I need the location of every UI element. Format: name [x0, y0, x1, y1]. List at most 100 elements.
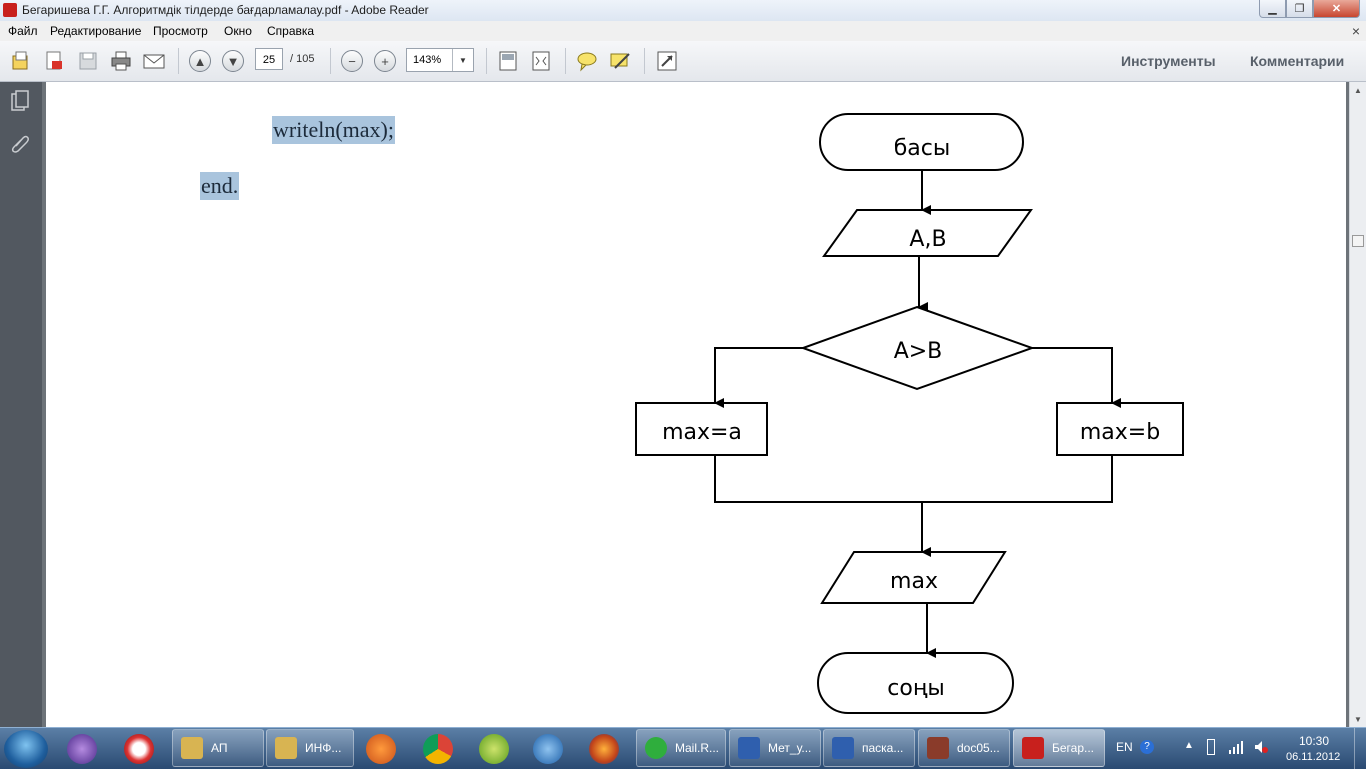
- comments-panel-button[interactable]: Комментарии: [1250, 53, 1345, 69]
- page-thumbnails-icon[interactable]: [10, 90, 30, 112]
- language-indicator[interactable]: EN: [1116, 740, 1133, 754]
- zoom-in-icon[interactable]: +: [373, 49, 397, 73]
- menu-window[interactable]: Окно: [224, 24, 252, 38]
- pdf-page: writeln(max); end.: [46, 82, 1346, 727]
- flowchart-output-block: [820, 551, 1007, 604]
- scroll-down-icon[interactable]: ▼: [1354, 714, 1362, 724]
- flowchart-arrow: [714, 347, 803, 408]
- zoom-out-icon[interactable]: −: [340, 49, 364, 73]
- fit-width-icon[interactable]: [529, 49, 553, 73]
- next-page-icon[interactable]: ▼: [221, 49, 245, 73]
- comment-icon[interactable]: [575, 49, 599, 73]
- toolbar: ▲ ▼ − +: [0, 41, 1366, 115]
- taskbar-item[interactable]: doc05...: [918, 729, 1010, 767]
- show-desktop-button[interactable]: [1354, 728, 1366, 769]
- save-icon[interactable]: [76, 49, 100, 73]
- taskbar-item-label: ИНФ...: [305, 741, 342, 755]
- battery-icon[interactable]: [1207, 739, 1215, 755]
- flowchart-input-label: A,B: [909, 227, 946, 252]
- firefox-icon[interactable]: [589, 734, 619, 764]
- tools-panel-button[interactable]: Инструменты: [1121, 53, 1216, 69]
- taskbar-item-label: doc05...: [957, 741, 1000, 755]
- flowchart-decision: [800, 305, 1035, 391]
- mail-agent-icon[interactable]: [533, 734, 563, 764]
- taskbar: АП ИНФ... Mail.R... Мет_у... паска... do…: [0, 727, 1366, 769]
- fit-page-icon[interactable]: [496, 49, 520, 73]
- create-pdf-icon[interactable]: [42, 49, 66, 73]
- flowchart-process-false: [1056, 402, 1184, 456]
- print-icon[interactable]: [109, 49, 133, 73]
- start-button[interactable]: [4, 730, 48, 768]
- flowchart: басы A,B A>B max=a max=b max соңы: [635, 113, 1184, 714]
- toolbar-separator: [330, 48, 331, 74]
- chrome-icon[interactable]: [423, 734, 453, 764]
- window-controls: ▁ ❐ ✕: [1259, 0, 1360, 18]
- mail-icon: [645, 737, 667, 759]
- antivirus-icon[interactable]: [124, 734, 154, 764]
- flowchart-condition-label: A>B: [894, 339, 943, 364]
- taskbar-item[interactable]: Мет_у...: [729, 729, 821, 767]
- network-icon[interactable]: [1228, 740, 1244, 754]
- taskbar-item-label: паска...: [862, 741, 904, 755]
- taskbar-item[interactable]: АП: [172, 729, 264, 767]
- scrollbar-thumb[interactable]: [1352, 235, 1364, 247]
- clock-time[interactable]: 10:30: [1299, 734, 1330, 748]
- full-screen-icon[interactable]: [655, 49, 679, 73]
- flowchart-process-true: [635, 402, 768, 456]
- app-icon[interactable]: [479, 734, 509, 764]
- close-document-icon[interactable]: ×: [1351, 23, 1360, 39]
- maximize-button[interactable]: ❐: [1286, 0, 1313, 18]
- flowchart-start-label: басы: [894, 136, 951, 161]
- scroll-up-icon[interactable]: ▲: [1354, 85, 1362, 95]
- chevron-down-icon[interactable]: ▼: [452, 49, 473, 71]
- flowchart-end-terminal: [817, 652, 1014, 714]
- toolbar-separator: [565, 48, 566, 74]
- toolbar-separator: [486, 48, 487, 74]
- flowchart-false-label: max=b: [1080, 420, 1160, 445]
- minimize-button[interactable]: ▁: [1259, 0, 1286, 18]
- zoom-select[interactable]: 143% ▼: [406, 48, 474, 72]
- folder-icon: [181, 737, 203, 759]
- orbit-browser-icon[interactable]: [67, 734, 97, 764]
- page-number-input[interactable]: 25: [255, 48, 283, 70]
- code-line-writeln: writeln(max);: [272, 116, 395, 144]
- page-total-label: / 105: [290, 53, 315, 65]
- menu-view[interactable]: Просмотр: [153, 24, 208, 38]
- navigation-pane: [0, 82, 42, 727]
- open-icon[interactable]: [9, 49, 33, 73]
- menu-edit[interactable]: Редактирование: [50, 24, 142, 38]
- clock-date[interactable]: 06.11.2012: [1286, 751, 1341, 763]
- help-icon[interactable]: ?: [1140, 740, 1154, 754]
- menu-file[interactable]: Файл: [8, 24, 38, 38]
- archive-icon: [927, 737, 949, 759]
- taskbar-item-label: Мет_у...: [768, 741, 812, 755]
- taskbar-item[interactable]: Mail.R...: [636, 729, 726, 767]
- taskbar-item-active[interactable]: Бегар...: [1013, 729, 1105, 767]
- close-button[interactable]: ✕: [1313, 0, 1360, 18]
- adobe-reader-icon: [3, 3, 17, 17]
- word-document-icon: [738, 737, 760, 759]
- word-document-icon: [832, 737, 854, 759]
- pdf-icon: [1022, 737, 1044, 759]
- zoom-value: 143%: [413, 54, 442, 66]
- flowchart-true-label: max=a: [662, 420, 742, 445]
- document-view[interactable]: writeln(max); end.: [42, 82, 1349, 727]
- taskbar-item[interactable]: паска...: [823, 729, 915, 767]
- highlight-icon[interactable]: [608, 49, 632, 73]
- vertical-scrollbar[interactable]: ▲ ▼: [1349, 82, 1366, 727]
- window-title: Бегаришева Г.Г. Алгоритмдік тілдерде бағ…: [22, 3, 429, 17]
- toolbar-separator: [644, 48, 645, 74]
- volume-muted-icon[interactable]: [1254, 740, 1268, 754]
- taskbar-item[interactable]: ИНФ...: [266, 729, 354, 767]
- flowchart-merge-line: [714, 455, 1113, 503]
- attachments-icon[interactable]: [10, 132, 30, 154]
- email-icon[interactable]: [142, 49, 166, 73]
- media-player-icon[interactable]: [366, 734, 396, 764]
- show-hidden-icons-icon[interactable]: ▲: [1184, 740, 1194, 751]
- toolbar-separator: [178, 48, 179, 74]
- flowchart-input-block: [822, 209, 1033, 257]
- menu-help[interactable]: Справка: [267, 24, 315, 38]
- taskbar-item-label: Mail.R...: [675, 741, 720, 755]
- previous-page-icon[interactable]: ▲: [188, 49, 212, 73]
- flowchart-end-label: соңы: [887, 676, 944, 701]
